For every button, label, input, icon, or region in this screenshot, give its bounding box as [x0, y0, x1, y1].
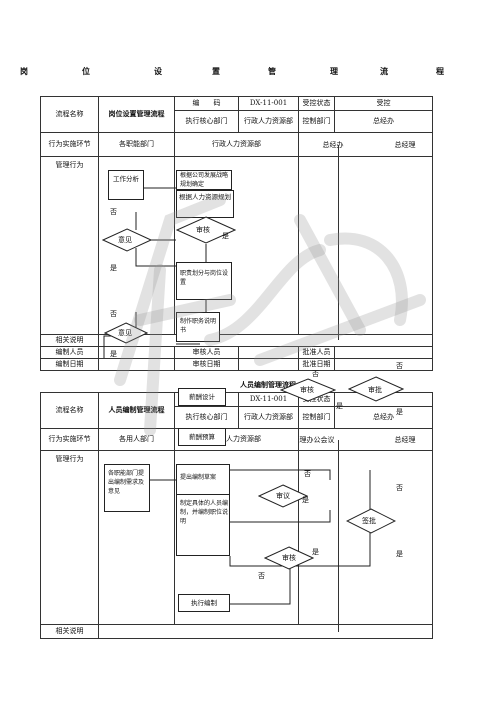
document-title: 岗 位 设 置 管 理 流 程 — [0, 66, 496, 82]
propose-box: 提出编制草案 — [176, 464, 230, 496]
dept-submit-box: 各职能部门提出编制需求及意见 — [104, 464, 150, 512]
action-label: 管理行为 — [40, 450, 99, 625]
branch-yes: 是 — [110, 264, 117, 272]
lane-header-group: 总经办 总经理 — [298, 132, 433, 157]
branch-yes: 是 — [396, 550, 403, 558]
overlay-no: 否 — [396, 362, 403, 370]
branch-no: 否 — [304, 470, 311, 478]
opinion2-diamond — [104, 322, 148, 344]
lane-header: 总经理 — [394, 141, 416, 149]
strategy-box: 根据公司发展战略规划确定 — [176, 170, 232, 190]
branch-yes: 是 — [110, 350, 117, 358]
action-label: 管理行为 — [40, 156, 99, 335]
dept-setting-box: 职责划分与岗位设置 — [176, 262, 232, 300]
sign-label: 签批 — [362, 517, 376, 525]
opinion-diamond — [102, 228, 152, 252]
overlay-yes: 是 — [336, 402, 343, 410]
lane-divider — [338, 145, 339, 340]
job-description-box: 制作职务说明书 — [176, 312, 220, 342]
title-char: 岗 — [20, 67, 28, 76]
lane-header: 各职能部门 — [98, 132, 175, 157]
title-char: 程 — [436, 67, 444, 76]
sign-diamond — [346, 508, 396, 534]
execute-box: 执行编制 — [178, 594, 230, 612]
overlay-audit-diamond — [280, 378, 336, 402]
opinion-label: 意见 — [118, 236, 132, 244]
overlay-no: 否 — [312, 370, 319, 378]
approve-date-label: 批准日期 — [298, 358, 335, 371]
lane-divider — [338, 440, 339, 632]
salary-design-box: 薪酬设计 — [178, 388, 226, 406]
review-label: 审议 — [276, 492, 290, 500]
title-char: 置 — [212, 67, 220, 76]
title-char: 设 — [154, 67, 162, 76]
branch-yes: 是 — [312, 548, 319, 556]
review-diamond — [258, 484, 308, 508]
branch-no: 否 — [110, 208, 117, 216]
lane-header: 总经办 — [322, 141, 344, 149]
branch-no: 否 — [396, 484, 403, 492]
title-char: 流 — [380, 67, 388, 76]
title-char: 理 — [330, 67, 338, 76]
process-table-2: 流程名称 人员编制管理流程 编 码 DX-11-001 受控状态 执行核心部门 … — [40, 392, 433, 639]
branch-no: 否 — [110, 310, 117, 318]
title-char: 管 — [268, 67, 276, 76]
audit2-label: 审核 — [282, 554, 296, 562]
branch-yes: 是 — [302, 496, 309, 504]
branch-yes: 是 — [222, 232, 229, 240]
audit-diamond — [176, 216, 236, 244]
audit2-diamond — [264, 546, 314, 570]
flow-name-label: 流程名称 — [40, 96, 99, 133]
overlay-approve-diamond — [348, 376, 404, 402]
salary-budget-box: 薪酬预算 — [178, 428, 226, 446]
subtitle: 人员编制管理流程 — [240, 381, 296, 389]
lane-header: 总经理办公会议 — [299, 436, 335, 444]
flow-name: 岗位设置管理流程 — [98, 96, 175, 133]
flow-name: 人员编制管理流程 — [98, 392, 175, 429]
lane-header-group: 总经理办公会议 总经理 — [298, 428, 433, 451]
audit-label: 审核 — [196, 226, 210, 234]
opinion2-label: 意见 — [118, 329, 132, 337]
overlay-approve-label: 审批 — [368, 386, 382, 394]
lane-header: 行政人力资源部 — [174, 132, 299, 157]
overlay-yes: 是 — [396, 408, 403, 416]
work-analysis-box: 工作分析 — [108, 170, 144, 200]
lane-header: 总经理 — [394, 436, 416, 444]
title-char: 位 — [82, 67, 90, 76]
overlay-audit-label: 审核 — [300, 386, 314, 394]
branch-no: 否 — [258, 572, 265, 580]
define-box: 制定具体的人员编制，并编制职位说明 — [176, 494, 230, 556]
